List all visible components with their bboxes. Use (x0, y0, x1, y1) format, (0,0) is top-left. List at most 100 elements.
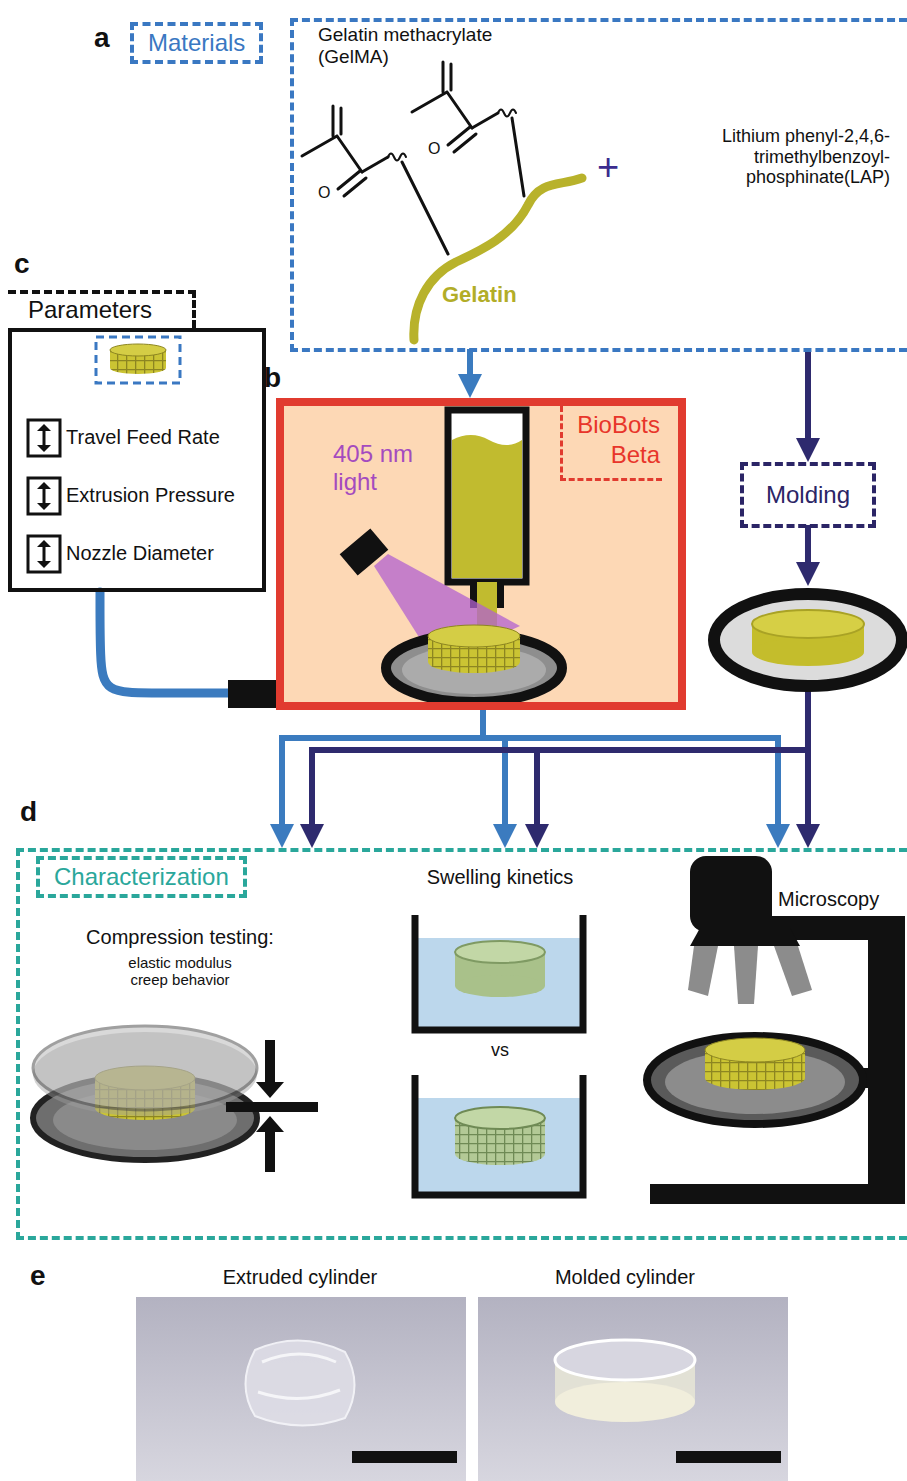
arrowhead (493, 824, 517, 848)
force-arrows (265, 1130, 275, 1172)
gelma-structure (338, 171, 366, 196)
photo-extruded (258, 1354, 340, 1399)
panel-heading: Characterization (54, 862, 229, 892)
microscope (774, 946, 812, 996)
connector (270, 710, 790, 848)
connector (458, 352, 482, 398)
syringe (477, 582, 497, 608)
device-name: BioBots Beta (577, 410, 660, 470)
photo-caption: Extruded cylinder (200, 1266, 400, 1289)
photo-extruded (136, 1297, 466, 1481)
light-source (340, 528, 389, 575)
syringe (448, 410, 526, 582)
photo-molded (478, 1297, 788, 1481)
method-detail: elastic modulus creep behavior (115, 954, 245, 989)
gelma-structure (498, 110, 516, 117)
adjust-icon (37, 561, 51, 568)
atom-label: O (428, 140, 440, 158)
microscope (734, 946, 758, 1004)
compression-plates (33, 1026, 257, 1110)
photo-molded (555, 1382, 695, 1422)
gelma-structure (412, 92, 472, 128)
parameter-label: Extrusion Pressure (66, 483, 235, 507)
arrowhead (766, 824, 790, 848)
mold-dish (714, 594, 902, 686)
swelling-beaker (415, 915, 583, 1195)
adjust-icon (37, 445, 51, 452)
scaffold-icon (96, 337, 180, 383)
gelma-structure (302, 136, 362, 172)
photo-molded (478, 1297, 788, 1481)
photo-extruded (136, 1297, 466, 1481)
scaffold-icon (110, 362, 166, 374)
force-arrows (256, 1082, 284, 1098)
scaffold-icon (110, 344, 166, 356)
photo-extruded (246, 1340, 355, 1425)
gelma-structure (402, 162, 448, 254)
heading-box: BioBots Beta (560, 406, 662, 481)
method-title: Swelling kinetics (400, 866, 600, 889)
gelma-structure (388, 154, 406, 161)
photo-caption: Molded cylinder (525, 1266, 725, 1289)
panel-letter: d (20, 796, 37, 828)
arrowhead (270, 824, 294, 848)
print-dish (428, 651, 520, 673)
scaffold-icon (96, 337, 180, 383)
adjust-icon (43, 487, 46, 505)
panel-letter: e (30, 1260, 46, 1292)
arrowhead (796, 438, 820, 462)
molding-box: Molding (740, 462, 876, 528)
microscope (650, 1184, 905, 1204)
parameter-label: Travel Feed Rate (66, 425, 220, 449)
gelma-structure (443, 62, 451, 92)
comparison-word: vs (480, 1040, 520, 1061)
microscope (688, 946, 718, 996)
force-arrows (256, 1116, 284, 1132)
adjust-icon (37, 503, 51, 510)
syringe (452, 435, 522, 578)
photo-extruded (352, 1451, 457, 1463)
force-arrows (226, 1040, 318, 1172)
chemical-name: Gelatin methacrylate (GelMA) (318, 24, 528, 68)
panel-heading: Parameters (28, 296, 152, 324)
gelma-structure (448, 127, 476, 152)
microscope (868, 916, 905, 1202)
connector-line (100, 592, 276, 693)
adjust-icon (37, 424, 51, 431)
connector (100, 592, 276, 693)
arrowhead (796, 824, 820, 848)
arrowhead (300, 824, 324, 848)
mold-dish (714, 594, 902, 686)
parameter-label: Nozzle Diameter (66, 541, 214, 565)
gelma-structure (512, 118, 524, 196)
method-title: Microscopy (778, 888, 879, 911)
swelling-beaker (415, 915, 583, 1030)
parameters-box: ParametersTravel Feed RateExtrusion Pres… (8, 290, 266, 592)
light-source (340, 528, 389, 575)
swelling-beaker (455, 1143, 545, 1165)
microscope (647, 856, 905, 1204)
swelling-beaker (455, 975, 545, 997)
heading-box: Materials (130, 22, 263, 64)
gelma-structure (302, 62, 524, 254)
printer-background (284, 406, 678, 702)
print-dish (386, 625, 562, 702)
swelling-beaker (415, 1075, 583, 1195)
swelling-beaker (418, 938, 580, 1028)
print-dish (428, 625, 520, 647)
force-arrows (226, 1102, 318, 1112)
panel-letter: c (14, 248, 30, 280)
photo-molded (676, 1451, 781, 1463)
microscope (690, 856, 772, 932)
compression-plates (33, 1026, 257, 1160)
microscope (705, 1066, 805, 1090)
connector-line (805, 352, 811, 446)
operator-symbol: + (597, 146, 619, 190)
arrowhead (796, 562, 820, 586)
swelling-beaker (455, 1107, 545, 1129)
gelma-structure (472, 113, 498, 128)
heading-box: Characterization (36, 856, 247, 898)
adjust-icon (28, 420, 60, 572)
